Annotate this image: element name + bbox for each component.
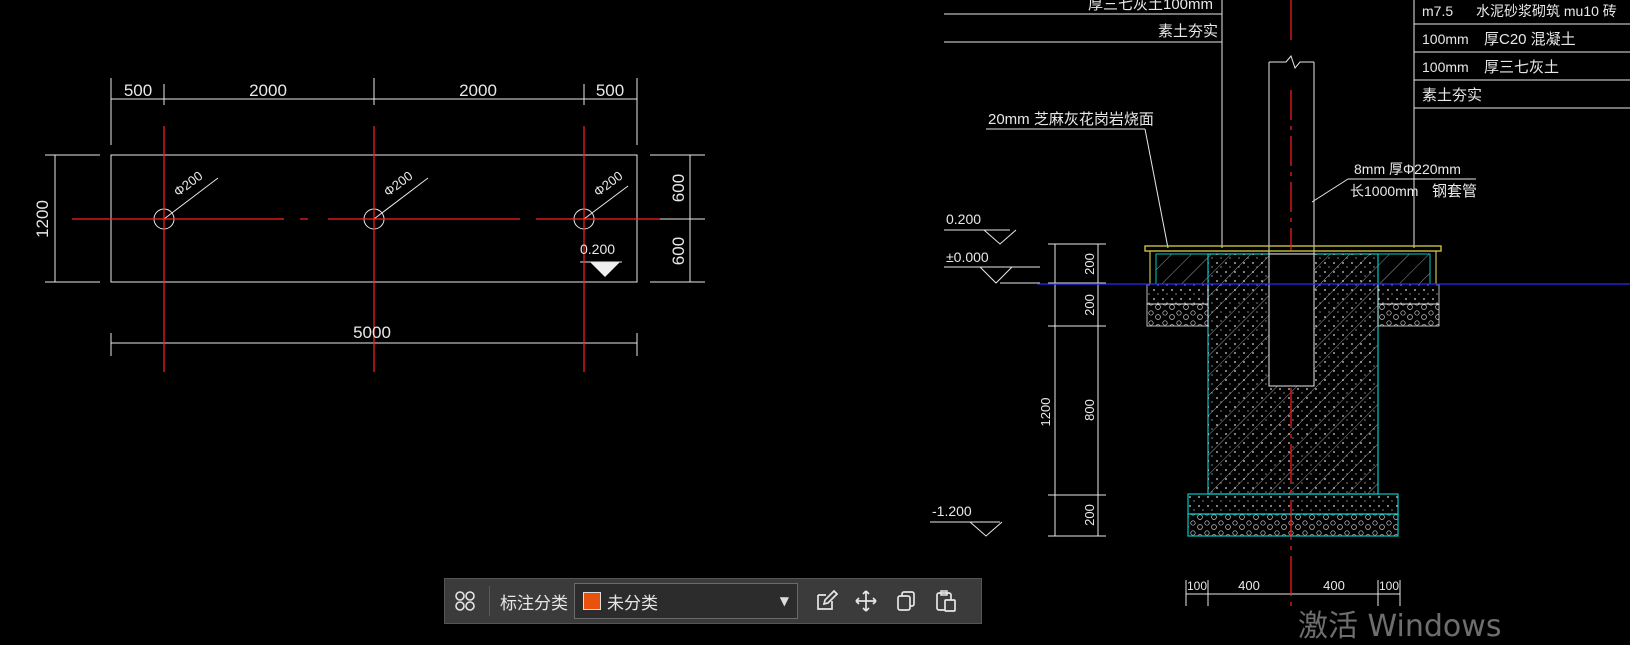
table-row-4-b: 素土夯实 xyxy=(1422,87,1482,104)
label-pipe-2: 长1000mm xyxy=(1350,183,1418,199)
move-icon xyxy=(855,590,877,612)
hole-label-1: Φ200 xyxy=(171,168,206,199)
section-axis-lines xyxy=(1037,0,1630,610)
edit-icon xyxy=(817,589,838,610)
annotation-toolbar: 标注分类 未分类 ▼ xyxy=(444,578,982,624)
table-row-3-b: 厚三七灰土 xyxy=(1484,59,1559,76)
edit-button[interactable] xyxy=(809,584,843,618)
label-rammed-soil: 素土夯实 xyxy=(1158,23,1218,40)
plan-axis-lines xyxy=(72,126,660,372)
table-row-1-b: 水泥砂浆砌筑 mu10 砖 xyxy=(1476,3,1617,19)
hole-label-2: Φ200 xyxy=(381,168,416,199)
dim-right-1: 600 xyxy=(669,174,688,202)
category-select-value: 未分类 xyxy=(607,593,658,614)
section-materials xyxy=(1144,245,1442,537)
paste-icon xyxy=(936,590,956,612)
table-row-2-a: 100mm xyxy=(1422,31,1469,47)
grid-icon xyxy=(455,591,475,611)
elev-label-3: -1.200 xyxy=(932,503,972,519)
dim-top-4: 500 xyxy=(596,81,624,100)
hole-label-3: Φ200 xyxy=(591,168,626,199)
label-pipe-3: 钢套管 xyxy=(1432,183,1477,200)
plan-labels: 500 2000 2000 500 5000 1200 600 600 Φ200… xyxy=(33,81,688,342)
activate-windows-watermark: 激活 Windows xyxy=(1298,609,1502,644)
dim-top-2: 2000 xyxy=(249,81,287,100)
table-row-1-a: m7.5 xyxy=(1422,3,1453,19)
move-button[interactable] xyxy=(849,584,883,618)
table-row-3-a: 100mm xyxy=(1422,59,1469,75)
dim-left: 1200 xyxy=(33,200,52,238)
toolbar-divider xyxy=(489,586,490,616)
copy-button[interactable] xyxy=(889,584,923,618)
dim-outer: 1200 xyxy=(1038,398,1053,427)
copy-icon xyxy=(897,591,915,611)
table-row-2-b: 厚C20 混凝土 xyxy=(1484,31,1576,48)
grid-menu-button[interactable] xyxy=(448,584,482,618)
dim-bottom: 5000 xyxy=(353,323,391,342)
plan-view xyxy=(45,78,705,356)
dim-top-3: 2000 xyxy=(459,81,497,100)
dim-inner-1: 200 xyxy=(1082,253,1097,275)
dim-bottom-1: 100 xyxy=(1187,579,1207,593)
label-granite: 20mm 芝麻灰花岗岩烧面 xyxy=(988,111,1154,128)
category-color-swatch xyxy=(583,592,601,610)
cad-drawing-canvas[interactable]: 500 2000 2000 500 5000 1200 600 600 Φ200… xyxy=(0,0,1630,631)
category-label: 标注分类 xyxy=(500,593,568,614)
dim-bottom-3: 400 xyxy=(1323,578,1345,593)
chevron-down-icon: ▼ xyxy=(779,594,789,608)
dim-inner-2: 200 xyxy=(1082,294,1097,316)
elev-label-1: 0.200 xyxy=(946,211,981,227)
label-lime-soil: 厚三七灰土100mm xyxy=(1088,0,1213,13)
dim-inner-4: 200 xyxy=(1082,504,1097,526)
dim-inner-3: 800 xyxy=(1082,399,1097,421)
plan-elevation-label: 0.200 xyxy=(580,241,615,257)
paste-button[interactable] xyxy=(929,584,963,618)
dim-bottom-4: 100 xyxy=(1379,579,1399,593)
dim-top-1: 500 xyxy=(124,81,152,100)
section-labels: 厚三七灰土100mm 素土夯实 m7.5 水泥砂浆砌筑 mu10 砖 100mm… xyxy=(932,0,1617,593)
category-select[interactable]: 未分类 ▼ xyxy=(574,583,798,619)
dim-bottom-2: 400 xyxy=(1238,578,1260,593)
dim-right-2: 600 xyxy=(669,237,688,265)
label-pipe-1: 8mm 厚Φ220mm xyxy=(1354,161,1461,177)
elev-label-2: ±0.000 xyxy=(946,249,989,265)
